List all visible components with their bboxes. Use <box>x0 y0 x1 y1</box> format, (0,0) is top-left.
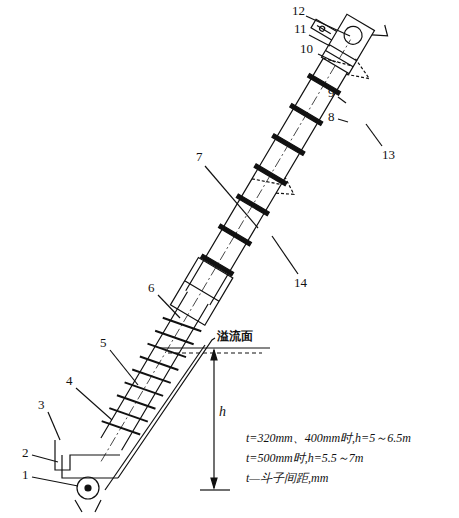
pulley-support <box>75 500 101 512</box>
tube-flange <box>236 194 269 216</box>
overflow-line <box>160 347 270 348</box>
base-frame <box>62 455 118 478</box>
callout-number: 1 <box>22 468 29 483</box>
spiral-blade <box>155 324 194 351</box>
head-detail <box>326 6 392 74</box>
leader-line <box>32 455 58 462</box>
extension-line <box>200 489 230 490</box>
dimension-line <box>213 350 214 488</box>
leader-line <box>338 119 348 122</box>
head-pulley <box>341 23 366 48</box>
callout-number: 7 <box>196 150 203 165</box>
bucket-14 <box>252 170 281 193</box>
note-text: t—斗子间距,mm <box>246 472 328 486</box>
spiral-blade <box>140 350 179 377</box>
bottom-pulley <box>77 477 99 499</box>
trough-plate <box>55 440 120 470</box>
callout-number: 6 <box>148 281 155 296</box>
callout-number: 2 <box>22 446 29 461</box>
bucket-13 <box>322 45 374 86</box>
spiral-blade <box>148 337 187 364</box>
tube-flange <box>290 104 323 126</box>
leader-line <box>366 124 382 146</box>
center-line <box>101 40 350 462</box>
leader-line <box>48 412 60 440</box>
callout-number: 13 <box>382 148 395 163</box>
tube-flange <box>308 74 341 96</box>
leader-line <box>76 388 112 420</box>
leader-line <box>272 236 298 274</box>
leader-line <box>158 295 180 318</box>
note-text: t=500mm时,h=5.5～7m <box>246 452 364 466</box>
tube-flange <box>201 254 234 276</box>
spiral-casing <box>101 292 208 451</box>
spiral-blade <box>117 388 156 415</box>
tube-flange <box>254 164 287 186</box>
callout-number: 11 <box>294 22 307 37</box>
callout-number: 9 <box>328 86 335 101</box>
support-frame <box>105 345 205 490</box>
dimension-arrow <box>211 350 217 488</box>
spiral-blade <box>109 401 148 428</box>
callout-number: 10 <box>300 42 313 57</box>
bucket-14 <box>276 178 299 202</box>
tube-flange <box>272 134 305 156</box>
leader-line <box>338 97 346 103</box>
callout-number: 5 <box>100 336 107 351</box>
callout-number: 4 <box>66 374 73 389</box>
leader-line <box>32 477 78 486</box>
tube-flange <box>218 224 251 246</box>
callout-number: 3 <box>38 398 45 413</box>
spiral-blade <box>102 414 141 441</box>
pulley-hub <box>85 485 91 491</box>
spiral-blade <box>125 375 164 402</box>
spiral-blade <box>132 363 171 390</box>
note-text: t=320mm、400mm时,h=5～6.5m <box>246 432 411 446</box>
callout-number: 12 <box>292 4 305 19</box>
spiral-blade <box>163 311 202 338</box>
callout-number: 14 <box>294 276 307 291</box>
overflow-label: 溢流面 <box>216 330 254 344</box>
pin-10 <box>319 25 326 32</box>
leader-line <box>205 166 258 228</box>
dimension-label: h <box>219 404 226 420</box>
callout-number: 8 <box>328 110 335 125</box>
bracket-11 <box>311 19 337 40</box>
leader-line <box>110 350 138 385</box>
